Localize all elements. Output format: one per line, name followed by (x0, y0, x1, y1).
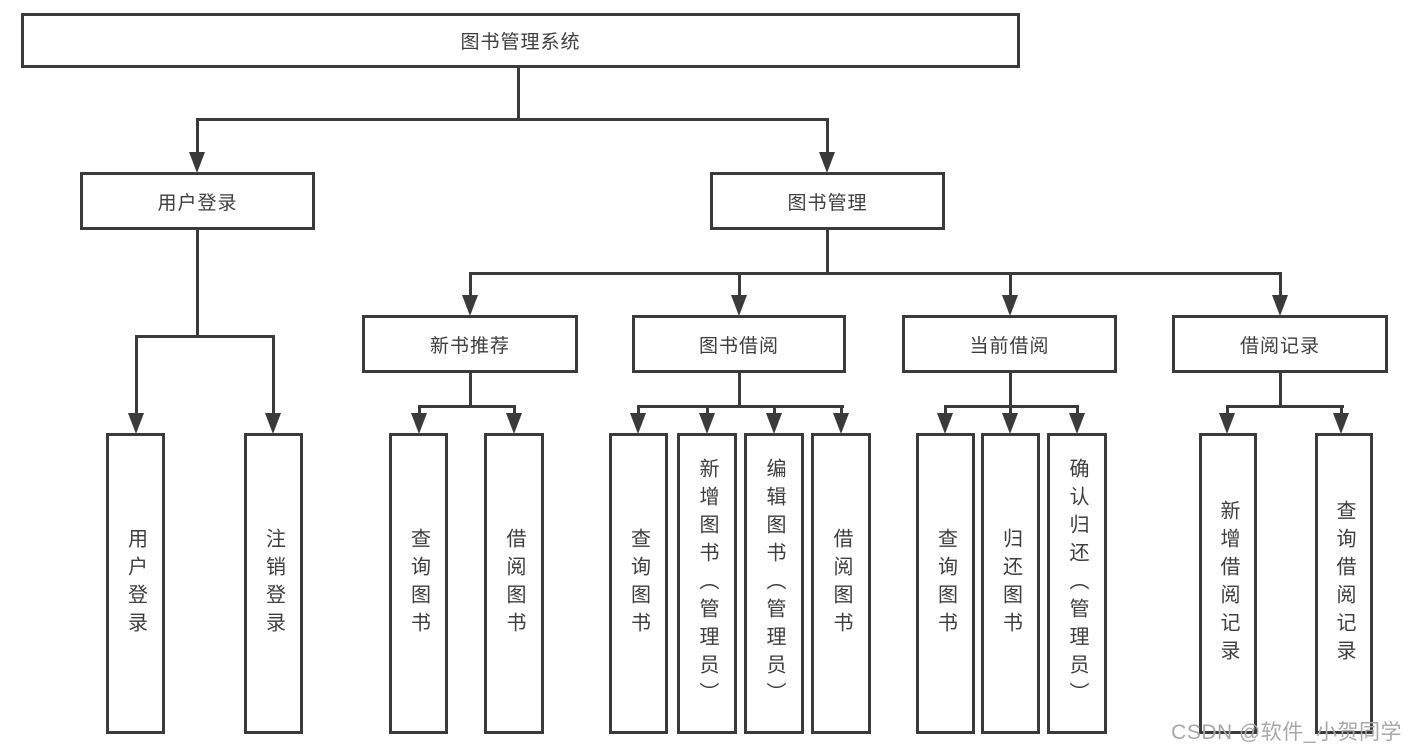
connector-line (417, 405, 421, 413)
connector-line (195, 118, 829, 121)
node-system-root: 图书管理系统 (21, 13, 1020, 68)
node-book-borrow: 图书借阅 (632, 315, 846, 373)
arrowhead-down-icon (731, 295, 747, 316)
connector-line (943, 405, 947, 413)
leaf-borrow-books-2: 借阅图书 (811, 433, 871, 734)
arrowhead-down-icon (630, 413, 646, 434)
arrowhead-down-icon (128, 413, 144, 434)
node-book-management: 图书管理 (710, 172, 945, 230)
connector-line (417, 405, 516, 408)
arrowhead-down-icon (819, 152, 835, 173)
connector-line (839, 405, 843, 413)
arrowhead-down-icon (506, 413, 522, 434)
connector-line (134, 335, 275, 338)
leaf-user-login: 用户登录 (106, 433, 165, 734)
arrowhead-down-icon (411, 413, 427, 434)
leaf-label: 查询借阅记录 (1333, 499, 1355, 668)
node-current-borrow: 当前借阅 (902, 315, 1117, 373)
arrowhead-down-icon (1272, 295, 1288, 316)
connector-line (636, 405, 640, 413)
arrowhead-down-icon (265, 413, 281, 434)
leaf-label: 查询图书 (407, 527, 430, 640)
connector-line (705, 405, 709, 413)
leaf-return-book: 归还图书 (981, 433, 1040, 734)
node-label: 图书管理系统 (460, 32, 581, 53)
leaf-label: 编辑图书（管理员） (763, 457, 785, 710)
leaf-label: 确认归还（管理员） (1066, 457, 1088, 710)
connector-line (1278, 272, 1282, 295)
arrowhead-down-icon (1219, 413, 1235, 434)
arrowhead-down-icon (1333, 413, 1349, 434)
leaf-add-borrow-record: 新增借阅记录 (1199, 433, 1257, 734)
connector-line (1339, 405, 1343, 413)
connector-line (636, 405, 844, 408)
arrowhead-down-icon (833, 413, 849, 434)
arrowhead-down-icon (699, 413, 715, 434)
connector-line (195, 118, 199, 152)
leaf-label: 新增图书（管理员） (696, 457, 718, 710)
arrowhead-down-icon (1002, 413, 1018, 434)
leaf-label: 借阅图书 (830, 527, 852, 640)
arrowhead-down-icon (766, 413, 782, 434)
connector-line (1008, 373, 1012, 405)
arrowhead-down-icon (189, 152, 205, 173)
connector-line (737, 272, 741, 295)
connector-line (468, 373, 472, 405)
leaf-query-books-recommend: 查询图书 (389, 433, 448, 734)
connector-line (1008, 405, 1012, 413)
connector-line (737, 373, 741, 405)
arrowhead-down-icon (1069, 413, 1085, 434)
leaf-label: 查询图书 (627, 527, 650, 640)
csdn-watermark: CSDN @软件_小贺同学 (1171, 721, 1402, 744)
connector-line (772, 405, 776, 413)
connector-line (271, 335, 275, 413)
node-borrow-records: 借阅记录 (1172, 315, 1388, 373)
leaf-query-books-current: 查询图书 (916, 433, 975, 734)
leaf-label: 借阅图书 (503, 527, 525, 640)
connector-line (1075, 405, 1079, 413)
node-user-login: 用户登录 (80, 172, 315, 230)
leaf-label: 查询图书 (934, 527, 957, 640)
leaf-add-book-admin: 新增图书（管理员） (677, 433, 737, 734)
connector-line (825, 118, 829, 152)
connector-line (1008, 272, 1012, 295)
leaf-label: 归还图书 (999, 527, 1022, 640)
leaf-query-books-borrow: 查询图书 (609, 433, 668, 734)
connector-line (468, 272, 472, 295)
connector-line (468, 272, 1282, 275)
arrowhead-down-icon (937, 413, 953, 434)
connector-line (825, 230, 829, 272)
connector-line (512, 405, 516, 413)
connector-line (1225, 405, 1344, 408)
node-new-book-recommend: 新书推荐 (362, 315, 578, 373)
arrowhead-down-icon (462, 295, 478, 316)
node-label: 图书管理 (787, 192, 868, 214)
leaf-logout: 注销登录 (244, 433, 303, 734)
leaf-label: 用户登录 (124, 527, 147, 640)
connector-line (1278, 373, 1282, 405)
arrowhead-down-icon (1002, 295, 1018, 316)
leaf-borrow-books-recommend: 借阅图书 (484, 433, 544, 734)
connector-line (516, 68, 520, 118)
leaf-query-borrow-record: 查询借阅记录 (1315, 433, 1373, 734)
node-label: 用户登录 (157, 192, 238, 214)
node-label: 借阅记录 (1239, 335, 1320, 357)
leaf-confirm-return-admin: 确认归还（管理员） (1047, 433, 1107, 734)
connector-line (195, 230, 199, 335)
leaf-edit-book-admin: 编辑图书（管理员） (744, 433, 804, 734)
connector-line (134, 335, 138, 413)
node-label: 新书推荐 (429, 335, 510, 357)
node-label: 图书借阅 (698, 335, 779, 357)
leaf-label: 新增借阅记录 (1217, 499, 1239, 668)
node-label: 当前借阅 (969, 335, 1050, 357)
connector-line (1225, 405, 1229, 413)
leaf-label: 注销登录 (262, 527, 285, 640)
